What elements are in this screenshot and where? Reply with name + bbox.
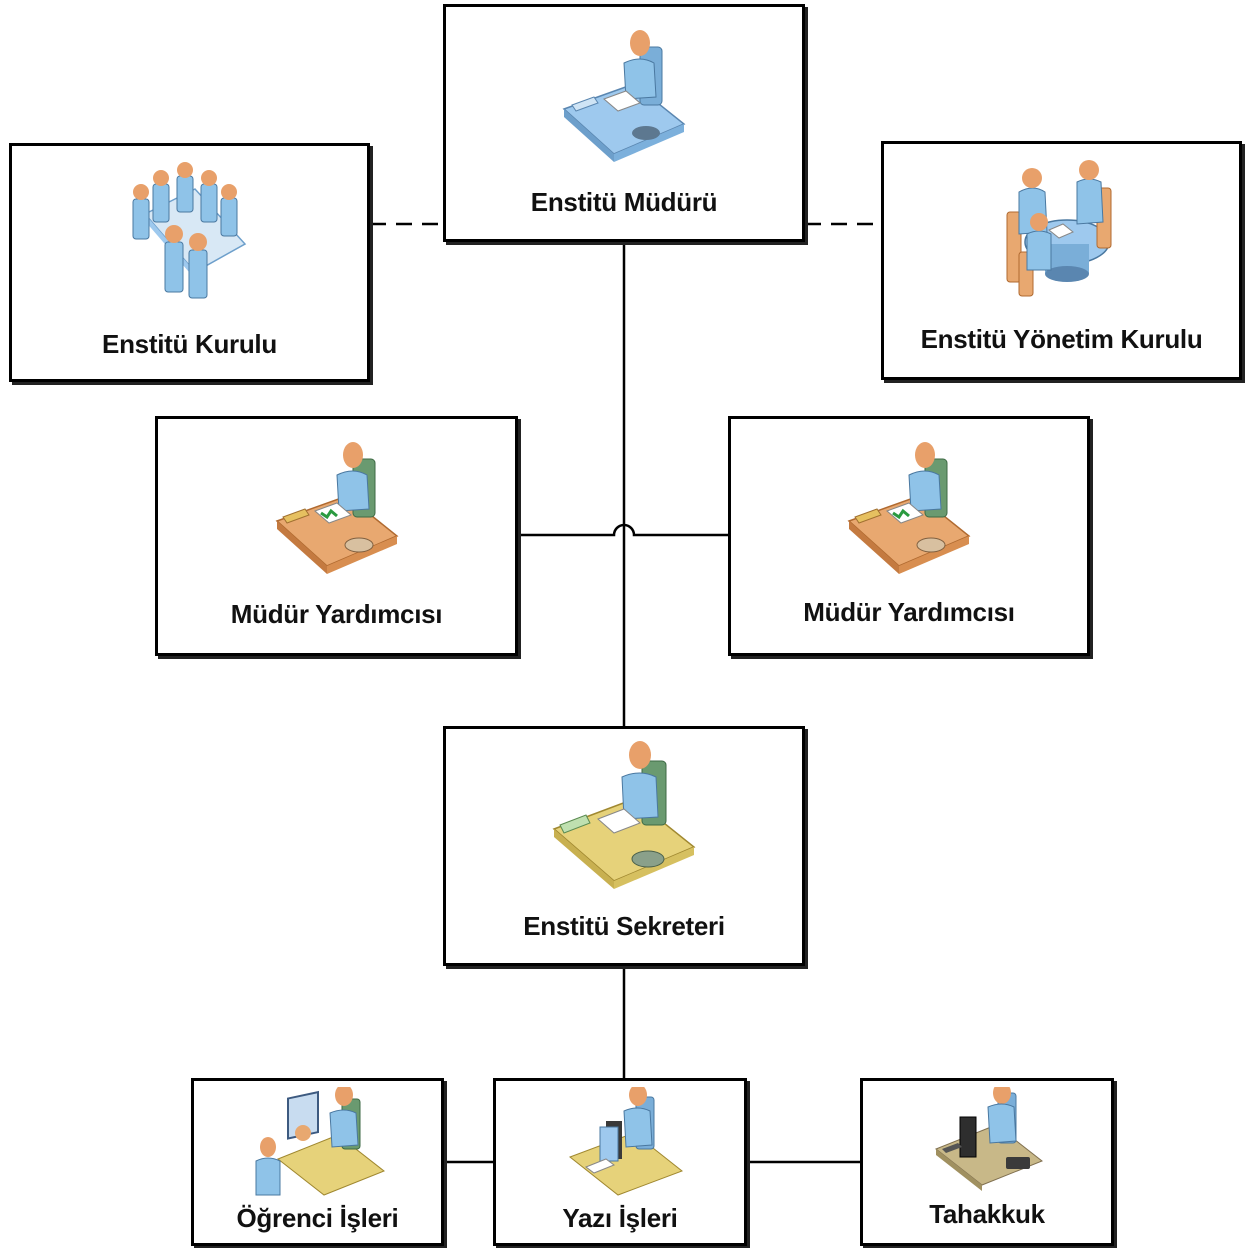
meeting-table-icon [132,162,246,299]
node-mudur-yardimcisi-left: Müdür Yardımcısı [155,416,518,656]
node-label: Enstitü Yönetim Kurulu [920,324,1203,354]
round-table-meeting-icon [1006,160,1111,297]
person-at-desk-icon [847,442,971,574]
node-label: Yazı İşleri [562,1203,678,1233]
node-label: Öğrenci İşleri [236,1203,399,1233]
node-label: Müdür Yardımcısı [230,599,443,629]
node-ogrenci-isleri: Öğrenci İşleri [191,1078,444,1246]
deputy-connector-line [518,523,728,537]
node-enstitu-kurulu: Enstitü Kurulu [9,143,370,382]
person-at-desk-icon [562,30,686,162]
person-at-computer-icon [935,1087,1043,1191]
node-enstitu-muduru: Enstitü Müdürü [443,4,805,242]
node-mudur-yardimcisi-right: Müdür Yardımcısı [728,416,1090,656]
node-label: Tahakkuk [929,1199,1045,1229]
person-at-desk-icon [275,442,398,574]
person-with-monitor-icon [255,1087,385,1196]
person-at-computer-icon [568,1087,684,1196]
node-label: Enstitü Müdürü [530,187,718,217]
node-enstitu-yonetim-kurulu: Enstitü Yönetim Kurulu [881,141,1242,380]
node-yazi-isleri: Yazı İşleri [493,1078,747,1246]
node-label: Enstitü Sekreteri [523,911,725,941]
node-label: Enstitü Kurulu [102,329,277,359]
node-enstitu-sekreteri: Enstitü Sekreteri [443,726,805,966]
person-at-desk-icon [552,741,696,889]
node-tahakkuk: Tahakkuk [860,1078,1114,1246]
node-label: Müdür Yardımcısı [803,597,1015,627]
